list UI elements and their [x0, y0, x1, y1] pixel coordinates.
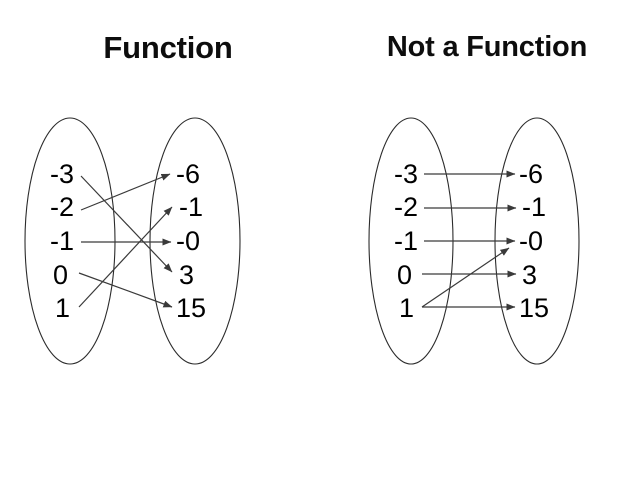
not-a-function-domain-value-1: -2	[394, 192, 419, 222]
function-arrow-neg3-to-3	[80, 175, 173, 273]
diagram-title-not-a-function: Not a Function	[386, 31, 588, 63]
not-a-function-range-value-3: 3	[522, 260, 538, 290]
function-domain-value-4: 1	[55, 293, 71, 323]
function-arrow-1-to-neg1	[78, 206, 173, 308]
not-a-function-domain-value-3: 0	[397, 260, 413, 290]
function-domain-value-3: 0	[53, 260, 69, 290]
function-range-value-3: 3	[179, 260, 195, 290]
function-domain-value-1: -2	[50, 192, 75, 222]
not-a-function-range-value-1: -1	[522, 192, 547, 222]
function-domain-value-0: -3	[50, 159, 75, 189]
not-a-function-range-value-4: 15	[519, 293, 550, 323]
not-a-function-domain-value-0: -3	[394, 159, 419, 189]
function-range-value-4: 15	[176, 293, 207, 323]
not-a-function-domain-value-4: 1	[399, 293, 415, 323]
function-range-value-1: -1	[179, 192, 204, 222]
diagram-title-function: Function	[103, 30, 233, 65]
not-a-function-domain-value-2: -1	[394, 226, 419, 256]
not-a-function-range-value-2: -0	[519, 226, 544, 256]
not-a-function-range-value-0: -6	[519, 159, 544, 189]
function-range-value-2: -0	[176, 226, 201, 256]
function-arrow-neg2-to-neg6	[80, 173, 171, 211]
function-range-value-0: -6	[176, 159, 201, 189]
function-domain-value-2: -1	[50, 226, 75, 256]
